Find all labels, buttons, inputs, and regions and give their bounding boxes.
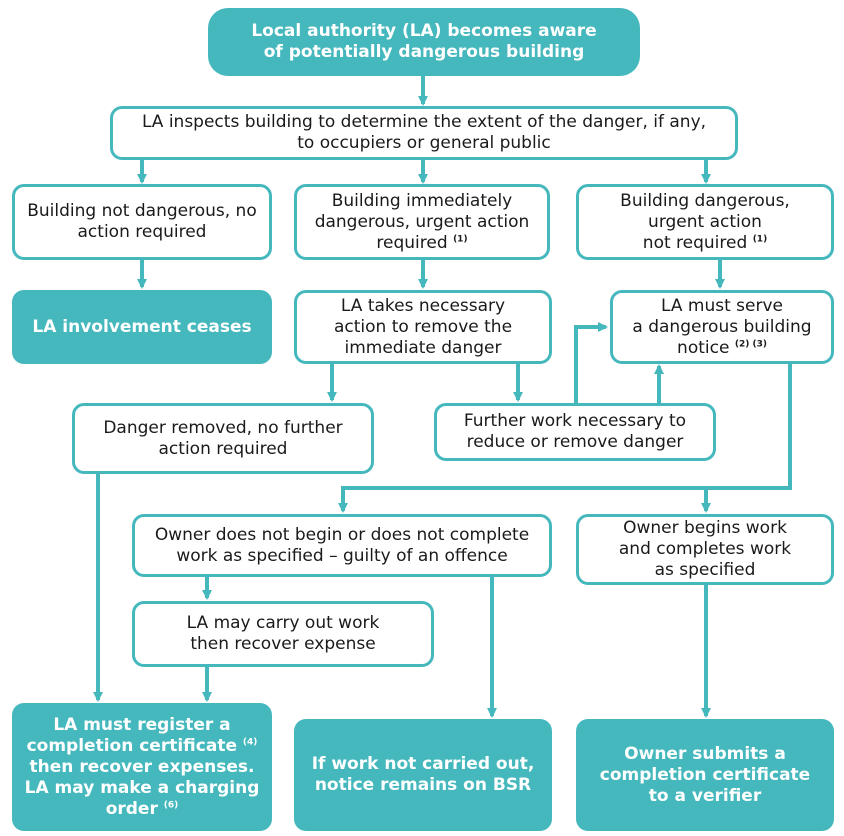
box-line-text: required [376,232,448,253]
box-line: notice (2) (3) [677,338,767,359]
box-line: action to remove the [333,316,513,337]
owner-guilty-of-offence: Owner does not begin or does not complet… [132,514,552,577]
box-line: action required [158,438,288,459]
la-must-register-certificate: LA must register a completion certificat… [12,703,272,831]
footnote-ref: (1) [752,233,768,244]
la-may-carry-out-work: LA may carry out work then recover expen… [132,601,434,667]
box-line: LA must register a [53,714,231,735]
la-must-serve-notice: LA must serve a dangerous building notic… [610,290,834,364]
box-line: to a verifier [648,785,762,806]
la-involvement-ceases: LA involvement ceases [12,290,272,364]
box-line: reduce or remove danger [466,432,684,452]
box-line: required (1) [376,233,467,254]
box-line-text: order [105,798,158,819]
la-takes-necessary-action: LA takes necessary action to remove the … [294,290,552,364]
box-line: a dangerous building [632,316,812,337]
box-line: immediate danger [344,337,502,358]
danger-removed: Danger removed, no further action requir… [72,403,374,474]
footnote-ref: (6) [163,799,179,810]
box-line-text: completion certificate [26,735,237,756]
box-line: Building not dangerous, no [27,201,257,221]
building-dangerous-not-urgent: Building dangerous, urgent action not re… [576,184,834,260]
box-line: completion certificate (4) [27,736,258,757]
arrow-serve-notice-to-offence [338,364,792,513]
box-line: LA may carry out work [186,613,380,633]
box-line: of potentially dangerous building [263,42,585,62]
box-line: then recover expenses. [29,756,255,777]
box-line: as specified [654,560,756,580]
owner-submits-certificate: Owner submits a completion certificate t… [576,719,834,831]
box-line: urgent action [648,211,762,232]
box-line: completion certificate [599,764,811,785]
arrow-further-to-serve-notice-left [574,322,608,403]
footnote-ref: (4) [242,736,258,747]
box-line: not required (1) [643,233,767,254]
box-line: If work not carried out, [311,754,535,774]
box-line: Building immediately [331,190,513,211]
box-line: order (6) [106,799,179,820]
box-line: Further work necessary to [463,411,687,431]
box-line: and completes work [618,539,792,559]
building-not-dangerous: Building not dangerous, no action requir… [12,184,272,260]
box-line: to occupiers or general public [297,133,551,153]
box-line: then recover expense [190,634,376,654]
box-line: action required [77,222,207,242]
notice-remains-on-bsr: If work not carried out, notice remains … [294,719,552,831]
box-line: Owner submits a [624,743,786,764]
box-line: notice remains on BSR [314,775,532,795]
box-line-text: notice [677,337,730,358]
box-line: LA must serve [661,295,783,316]
box-line: LA may make a charging [24,777,260,798]
box-line: Danger removed, no further [103,417,343,438]
la-inspects-building: LA inspects building to determine the ex… [110,106,738,160]
box-line: LA involvement ceases [32,316,252,337]
box-line: LA takes necessary [340,295,506,316]
box-line-text: not required [642,232,748,253]
further-work-necessary: Further work necessary to reduce or remo… [434,403,716,461]
box-line: LA inspects building to determine the ex… [141,112,707,132]
start-la-becomes-aware: Local authority (LA) becomes aware of po… [208,8,640,76]
footnote-ref: (2) (3) [734,338,767,349]
box-line: Local authority (LA) becomes aware [251,21,597,41]
box-line: Owner does not begin or does not complet… [154,524,530,545]
box-line: Building dangerous, [620,190,790,211]
box-line: dangerous, urgent action [314,211,530,232]
footnote-ref: (1) [453,233,468,244]
box-line: Owner begins work [623,518,787,538]
owner-completes-work: Owner begins work and completes work as … [576,514,834,585]
box-line: work as specified – guilty of an offence [176,545,508,566]
building-immediately-dangerous: Building immediately dangerous, urgent a… [294,184,550,260]
